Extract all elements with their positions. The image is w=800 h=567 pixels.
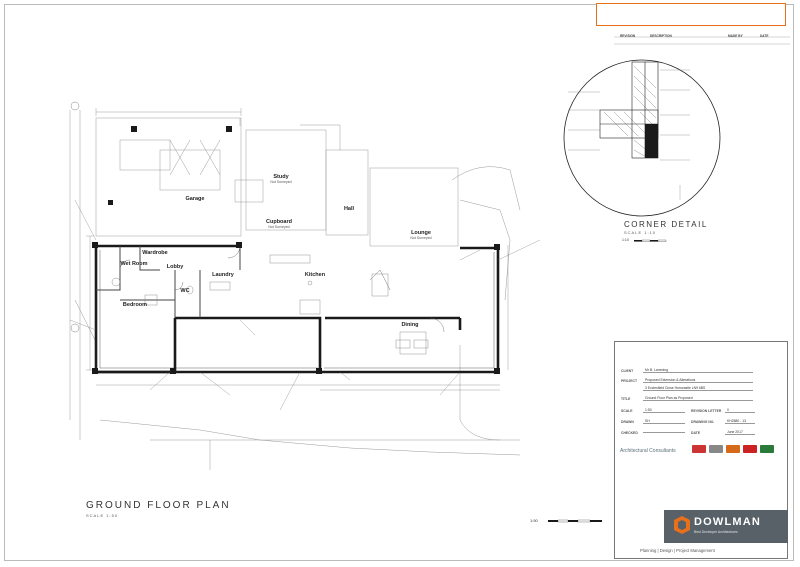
room-sub: Not Surveyed	[270, 180, 292, 184]
row-label: DRAWING NO.	[691, 419, 715, 424]
accreditation-logo-4	[743, 445, 757, 453]
room-laundry: Laundry	[208, 272, 238, 278]
row-label: DRAWN	[621, 419, 634, 424]
room-name: Lounge	[411, 230, 431, 236]
row-value: 1:50	[643, 408, 685, 413]
room-name: Bedroom	[122, 302, 148, 308]
row-value	[643, 432, 685, 433]
drawing-title: GROUND FLOOR PLAN	[86, 500, 231, 511]
row-value: KH2880 - 13	[725, 419, 755, 424]
row-label: SCALE	[621, 408, 633, 413]
date-column: DATE	[760, 34, 769, 38]
made-by-column: MADE BY	[728, 34, 743, 38]
room-sub: Not Surveyed	[410, 236, 432, 240]
client-row: CLIENT Mr B. Lamming	[621, 368, 753, 373]
room-name: Cupboard	[266, 219, 292, 225]
room-kitchen: Kitchen	[300, 272, 330, 278]
room-garage: Garage	[180, 196, 210, 202]
row-value: SH	[643, 419, 685, 424]
scale-row: SCALE 1:50 REVISION LETTER 0	[621, 408, 755, 413]
revision-column: REVISION	[620, 34, 636, 38]
services-line: Planning | Design | Project Management	[640, 548, 715, 553]
row-label: TITLE	[621, 396, 631, 401]
room-name: Dining	[401, 322, 419, 328]
row-label: REVISION LETTER	[691, 408, 722, 413]
room-lounge: Lounge Not Surveyed	[404, 230, 438, 240]
room-sub: Not Surveyed	[268, 225, 290, 229]
logo-mark-icon	[674, 516, 690, 534]
company-brand-panel: DOWLMAN Best Developer Architectures	[664, 510, 788, 543]
row-label: CHECKED	[621, 430, 638, 435]
row-label: DATE	[691, 430, 700, 435]
accreditation-logo-5	[760, 445, 774, 453]
room-lobby: Lobby	[164, 264, 186, 270]
company-tagline: Best Developer Architectures	[694, 530, 738, 534]
drawn-row: DRAWN SH DRAWING NO. KH2880 - 13	[621, 419, 755, 424]
room-name: Study	[273, 174, 289, 180]
corner-detail-scale: SCALE 1:10	[624, 230, 657, 235]
accreditation-logo-1	[692, 445, 706, 453]
room-name: Wardrobe	[142, 250, 168, 256]
consultants-label: Architectural Consultants	[620, 448, 676, 454]
row-label: PROJECT	[621, 378, 638, 383]
room-name: Laundry	[212, 272, 234, 278]
room-hall: Hall	[338, 206, 360, 212]
checked-row: CHECKED DATE June 2017	[621, 430, 755, 435]
company-name: DOWLMAN	[694, 516, 762, 528]
row-value: Ground Floor Plan as Proposed	[643, 396, 753, 401]
drawing-scale: SCALE 1:50	[86, 513, 119, 518]
room-name: Garage	[185, 196, 205, 202]
row-value: 0	[725, 408, 755, 413]
room-name: Wet Room	[120, 261, 148, 267]
main-bar-scale	[548, 519, 602, 523]
row-value: 3 Ecclesfield Close Horncastle LN9 6BS	[643, 386, 753, 391]
address-row: 3 Ecclesfield Close Horncastle LN9 6BS	[621, 386, 753, 391]
room-name: Hall	[343, 206, 355, 212]
row-value: Proposed Extension & Alterations	[643, 378, 753, 383]
room-name: WC	[180, 288, 190, 294]
bar-scale-label: 1:50	[530, 518, 538, 523]
room-name: Kitchen	[304, 272, 326, 278]
corner-detail-circle	[563, 59, 721, 217]
copyright-warning-box	[596, 3, 786, 26]
corner-bar-scale-label: 1:10	[622, 238, 629, 242]
accreditation-logos	[692, 445, 774, 453]
sheet-frame	[4, 4, 794, 561]
room-study: Study Not Surveyed	[266, 174, 296, 184]
accreditation-logo-2	[709, 445, 723, 453]
room-dining: Dining	[396, 322, 424, 328]
corner-detail-title: CORNER DETAIL	[624, 220, 708, 229]
description-column: DESCRIPTION	[650, 34, 672, 38]
room-wardrobe: Wardrobe	[138, 250, 172, 256]
room-wc: WC	[176, 288, 194, 294]
project-row: PROJECT Proposed Extension & Alterations	[621, 378, 753, 383]
accreditation-logo-3	[726, 445, 740, 453]
room-name: Lobby	[166, 264, 184, 270]
room-bedroom: Bedroom	[120, 302, 150, 308]
title-row: TITLE Ground Floor Plan as Proposed	[621, 396, 753, 401]
row-label: CLIENT	[621, 368, 634, 373]
room-wet-room: Wet Room	[120, 261, 148, 267]
corner-bar-scale	[634, 239, 667, 242]
row-value: Mr B. Lamming	[643, 368, 753, 373]
row-value: June 2017	[725, 430, 755, 435]
room-cupboard: Cupboard Not Surveyed	[262, 219, 296, 229]
